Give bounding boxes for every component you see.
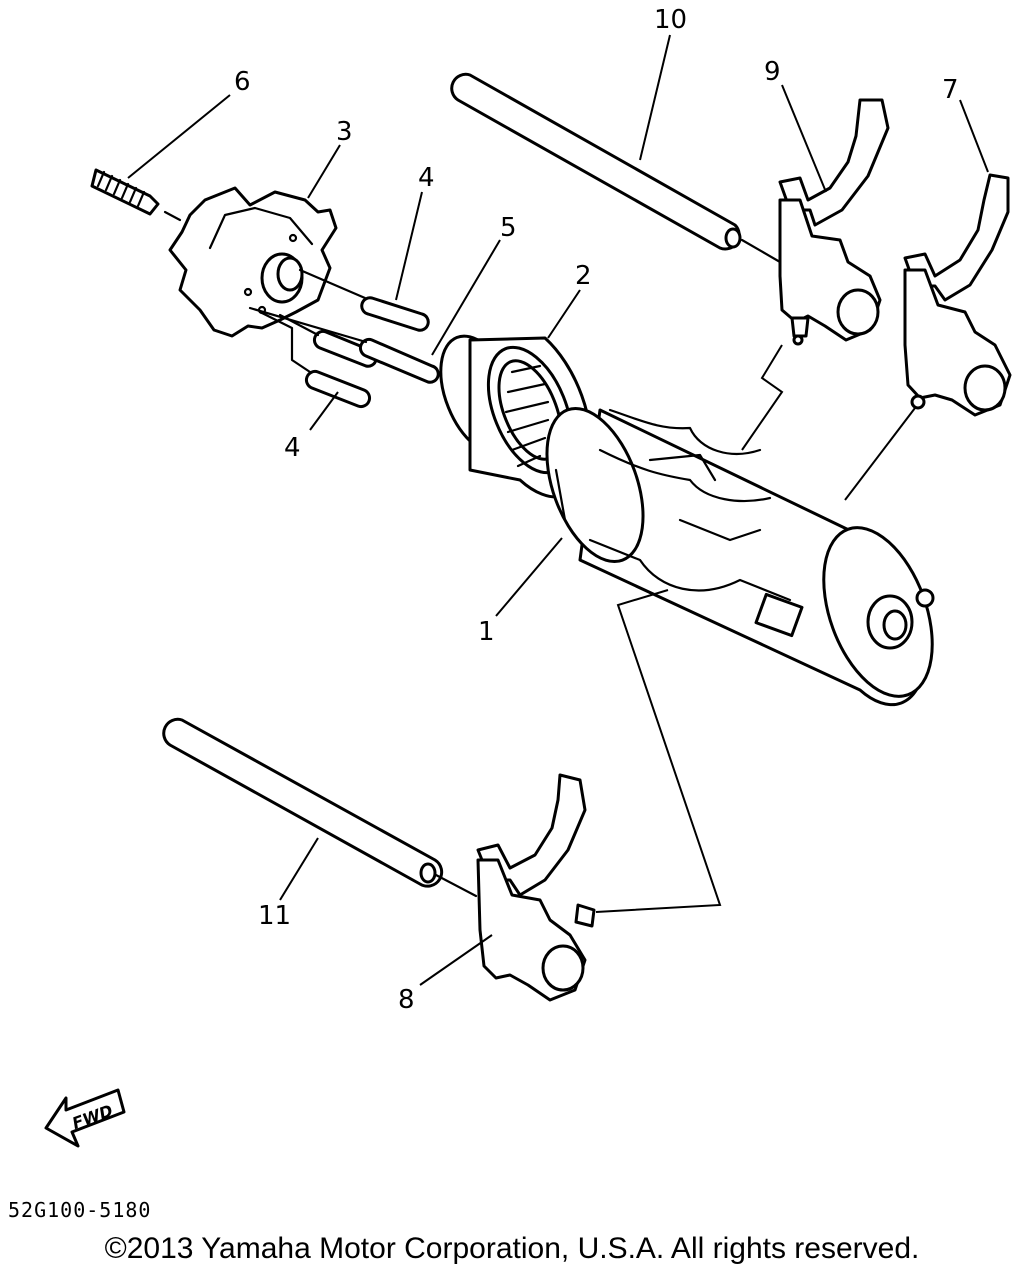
leader-1 (495, 537, 563, 617)
leader-2 (547, 289, 581, 339)
leader-9 (781, 84, 827, 193)
shift-fork-7 (903, 173, 1012, 417)
segment (168, 186, 338, 338)
callout-6: 6 (234, 67, 251, 97)
guide-bar-lower (162, 717, 478, 898)
callout-8: 8 (398, 985, 415, 1015)
callout-11: 11 (258, 901, 291, 931)
copyright-notice: ©2013 Yamaha Motor Corporation, U.S.A. A… (104, 1232, 920, 1265)
leader-3 (307, 144, 341, 199)
part-code: 52G100-5180 (8, 1198, 152, 1222)
fwd-arrow-icon: FWD (44, 1088, 126, 1148)
shift-fork-8 (476, 773, 596, 1002)
leader-10 (639, 34, 671, 161)
callout-5: 5 (500, 213, 517, 243)
guide-bar-upper (450, 72, 782, 264)
leader-4a (395, 191, 423, 301)
leader-11 (279, 837, 319, 901)
callout-4b: 4 (284, 433, 301, 463)
leader-8 (419, 934, 493, 986)
callout-7: 7 (942, 75, 959, 105)
leader-7 (959, 99, 989, 173)
callout-10: 10 (654, 5, 687, 35)
dowel-pin-upper (298, 268, 430, 332)
callout-1: 1 (478, 617, 495, 647)
long-pin (248, 306, 440, 384)
shift-fork-9 (778, 98, 890, 346)
leader-4b (309, 391, 339, 431)
screw (90, 168, 182, 222)
leader-5 (431, 239, 501, 356)
dowel-pin-lower (258, 310, 372, 409)
callout-4a: 4 (418, 163, 435, 193)
leader-6 (127, 94, 231, 179)
callout-9: 9 (764, 57, 781, 87)
callout-2: 2 (575, 261, 592, 291)
callout-3: 3 (336, 117, 353, 147)
shift-cam (545, 406, 935, 707)
